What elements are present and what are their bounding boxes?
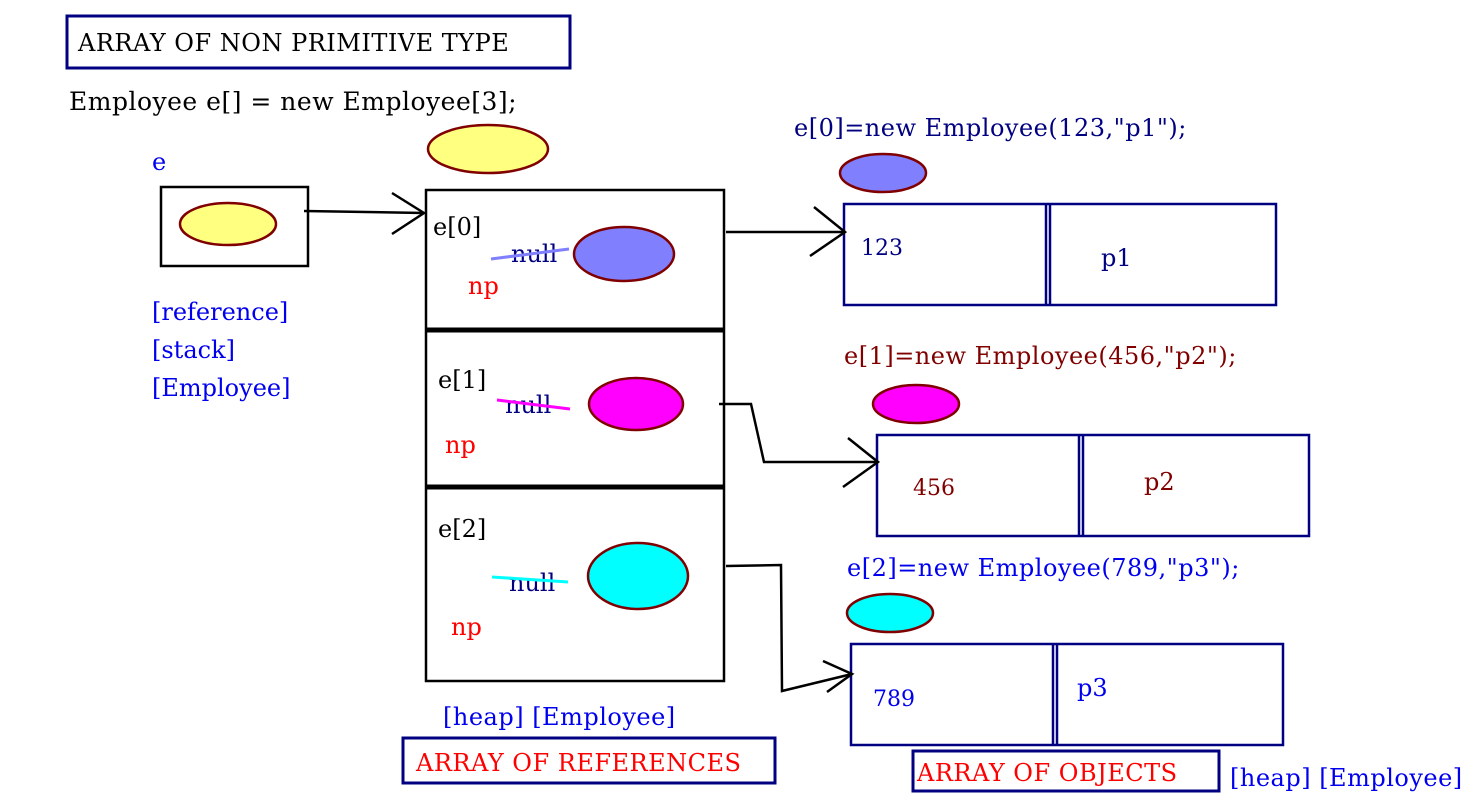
- slot-np-text: np: [451, 613, 482, 641]
- null-strike-line: [496, 398, 571, 411]
- array-object-oval: [426, 123, 550, 175]
- reference-oval: [178, 201, 278, 247]
- employee-object-2: e[2]=new Employee(789,"p3"); 789 p3: [845, 554, 1285, 747]
- array-of-objects-label: ARRAY OF OBJECTS: [916, 759, 1178, 787]
- array-slot-1: e[1] null np: [438, 366, 685, 459]
- arrow-slot-2: [725, 563, 855, 694]
- title-box: ARRAY OF NON PRIMITIVE TYPE: [65, 14, 572, 70]
- employee-object-1: e[1]=new Employee(456,"p2"); 456 p2: [844, 342, 1311, 538]
- slot-oval: [586, 541, 690, 611]
- title-text: ARRAY OF NON PRIMITIVE TYPE: [77, 29, 509, 57]
- slot-index-label: e[1]: [438, 366, 486, 394]
- array-of-objects-label-box: ARRAY OF OBJECTS: [911, 749, 1221, 793]
- object-oval: [871, 383, 961, 425]
- slot-index-label: e[0]: [433, 213, 481, 241]
- slot-np-text: np: [445, 431, 476, 459]
- object-oval: [838, 152, 928, 194]
- array-of-references-label: ARRAY OF REFERENCES: [415, 749, 741, 777]
- arrow-slot-1: [719, 402, 881, 489]
- object-statement: e[0]=new Employee(123,"p1");: [794, 114, 1187, 142]
- object-name-value: p2: [1144, 468, 1175, 496]
- reference-box: [159, 185, 310, 268]
- reference-label-type: [Employee]: [152, 374, 290, 402]
- employee-object-0: e[0]=new Employee(123,"p1"); 123 p1: [794, 114, 1278, 307]
- slot-oval: [572, 225, 676, 283]
- object-id-value: 789: [873, 687, 915, 712]
- declaration-text: Employee e[] = new Employee[3];: [69, 87, 517, 116]
- object-id-value: 456: [913, 476, 955, 501]
- object-oval: [845, 592, 935, 634]
- reference-label-reference: [reference]: [152, 298, 288, 326]
- array-slot-2: e[2] null np: [438, 515, 690, 641]
- object-statement: e[2]=new Employee(789,"p3");: [847, 554, 1240, 582]
- object-name-value: p3: [1077, 674, 1108, 702]
- reference-label-stack: [stack]: [152, 336, 235, 364]
- null-strike-line: [491, 575, 569, 584]
- slot-index-label: e[2]: [438, 515, 486, 543]
- array-caption: [heap] [Employee]: [443, 703, 676, 731]
- array-of-references-label-box: ARRAY OF REFERENCES: [401, 736, 777, 785]
- reference-arrow: [303, 191, 427, 236]
- reference-var-label: e: [152, 148, 166, 176]
- slot-oval: [587, 376, 685, 432]
- objects-caption: [heap] [Employee]: [1230, 764, 1463, 792]
- object-statement: e[1]=new Employee(456,"p2");: [844, 342, 1237, 370]
- slot-np-text: np: [468, 272, 499, 300]
- null-strike-line: [490, 247, 570, 261]
- arrow-slot-0: [726, 206, 848, 258]
- object-id-value: 123: [861, 236, 903, 261]
- array-slot-0: e[0] null np: [433, 213, 676, 300]
- object-name-value: p1: [1101, 244, 1132, 272]
- array-of-references: [424, 188, 726, 683]
- slot-null-text: null: [509, 569, 555, 597]
